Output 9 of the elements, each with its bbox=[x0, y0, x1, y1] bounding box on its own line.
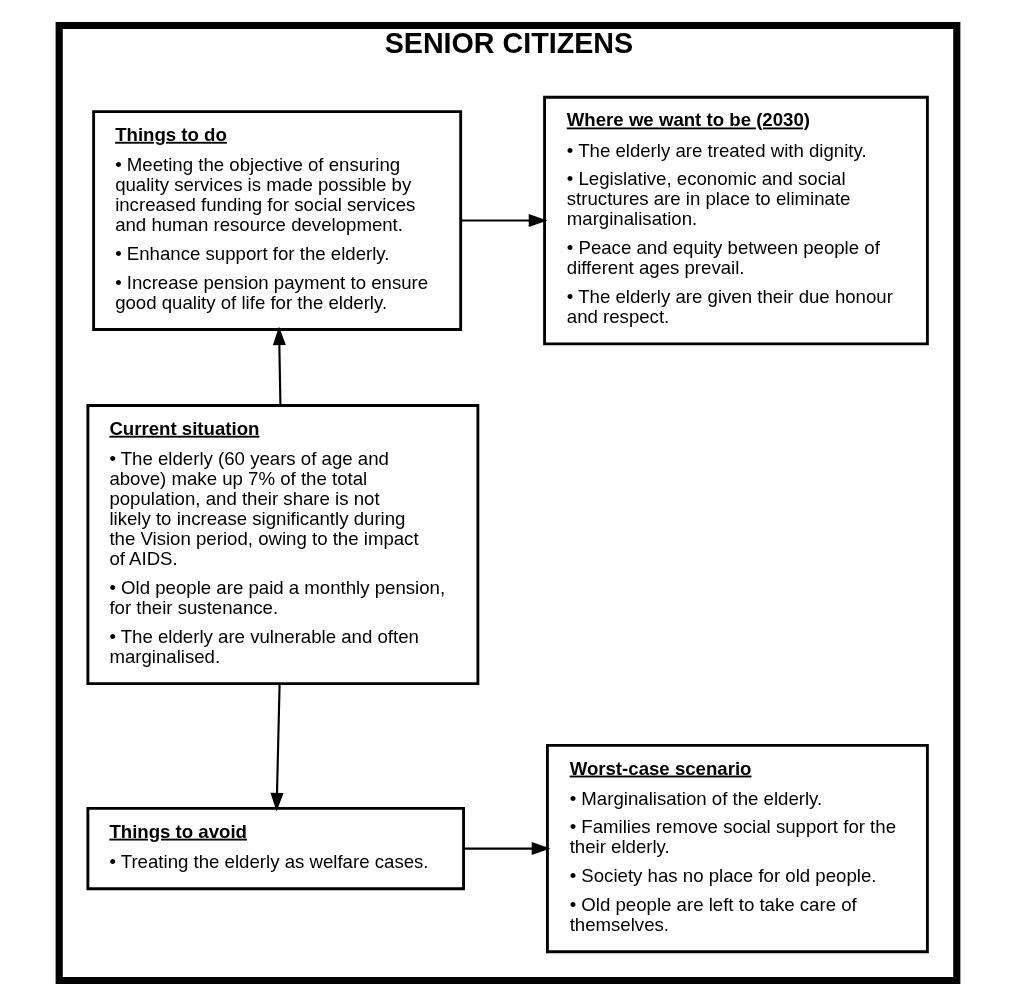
arrow bbox=[463, 842, 550, 856]
node-box: Worst-case scenario • Marginalisation of the elderly. • Families remove social support for the their elderly. • Society has no place for old people. • Old people are left to take care of themselves. bbox=[545, 743, 929, 954]
node-box: Things to avoid • Treating the elderly as welfare cases. bbox=[85, 806, 465, 891]
arrow bbox=[269, 683, 284, 812]
node-box: Things to do • Meeting the objective of ensuring quality services is made possible by increased funding for social services and human resource development. • Enhance support for the elderly. • Increase pension payment to ensure good quality of life for the elderly. bbox=[91, 110, 462, 331]
arrow bbox=[460, 214, 547, 228]
arrow bbox=[272, 326, 286, 406]
node-box: Where we want to be (2030) • The elderly are treated with dignity. • Legislative, economic and social structures are in place to eliminate marginalisation. • Peace and equity between people of different ages prevail. • The elderly are given their due honour and respect. bbox=[542, 95, 929, 346]
node-box: Current situation • The elderly (60 years of age and above) make up 7% of the total population, and their share is not likely to increase significantly during the Vision period, owing to the impact of AIDS. • Old people are paid a monthly pension, for their sustenance. • The elderly are vulnerable and often marginalised. bbox=[85, 404, 479, 686]
